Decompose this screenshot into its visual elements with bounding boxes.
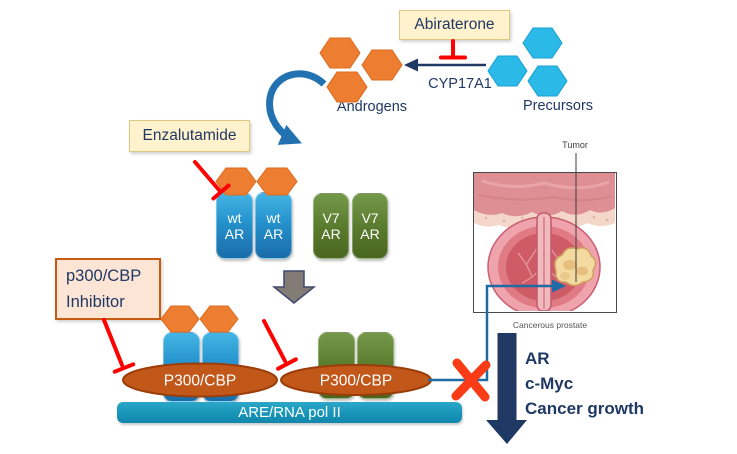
v7-ar-line1: V7 [361, 210, 379, 226]
outcome-ar: AR [525, 349, 550, 368]
blocked-x-icon [451, 358, 491, 402]
v7-ar-block-dna [357, 332, 394, 399]
wt-ar-line2: AR [224, 225, 245, 242]
abiraterone-box: Abiraterone [399, 10, 510, 40]
translocation-arrow [271, 270, 317, 304]
outcome-text: AR c-Myc Cancer growth [525, 346, 685, 421]
p300-cbp-inhibitor-box: p300/CBP Inhibitor [55, 258, 161, 320]
p300-inhibition-line-1 [102, 318, 136, 374]
outcome-cmyc: c-Myc [525, 374, 574, 393]
v7-ar-line2: AR [360, 226, 380, 242]
prostate-illustration [473, 172, 617, 313]
abiraterone-inhibition-line [439, 39, 467, 60]
wt-ar-line1: wt [266, 209, 281, 226]
androgens-label: Androgens [336, 99, 408, 115]
tumor-label: Tumor [562, 140, 588, 150]
wt-ar-line2: AR [263, 225, 284, 242]
are-bar-label: ARE/RNA pol II [238, 404, 341, 421]
cancer-growth-arrow [486, 333, 527, 444]
wt-ar-block: wt AR [255, 192, 292, 259]
inhibitor-label-line1: p300/CBP [66, 267, 142, 285]
v7-ar-block: V7 AR [352, 193, 388, 259]
are-rna-pol-bar: ARE/RNA pol II [117, 402, 462, 423]
v7-ar-line2: AR [321, 226, 341, 242]
cancerous-prostate-label: Cancerous prostate [512, 320, 588, 330]
androgen-binding-arrow [266, 70, 327, 145]
v7-ar-block: V7 AR [313, 193, 349, 259]
prostate-art [474, 173, 615, 312]
inhibitor-label-line2: Inhibitor [66, 293, 125, 311]
precursors-label: Precursors [522, 98, 594, 114]
abiraterone-label: Abiraterone [414, 16, 495, 33]
cyp17a1-label: CYP17A1 [428, 76, 492, 92]
p300-inhibition-line-2 [262, 319, 298, 371]
v7-ar-line1: V7 [322, 210, 340, 226]
androgen-hexagons-icon [319, 37, 403, 103]
outcome-cancer-growth: Cancer growth [525, 399, 645, 418]
p300-cbp-complex: P300/CBP [122, 362, 278, 398]
wt-ar-block: wt AR [216, 192, 253, 259]
wt-ar-block-dna [202, 332, 239, 402]
enzalutamide-box: Enzalutamide [129, 120, 250, 152]
wt-ar-line1: wt [227, 209, 242, 226]
v7-ar-block-dna [318, 332, 355, 399]
wt-ar-block-dna [163, 332, 200, 402]
p300-cbp-complex: P300/CBP [280, 364, 432, 396]
cyp17a1-arrow [404, 58, 486, 72]
enzalutamide-label: Enzalutamide [142, 127, 237, 144]
